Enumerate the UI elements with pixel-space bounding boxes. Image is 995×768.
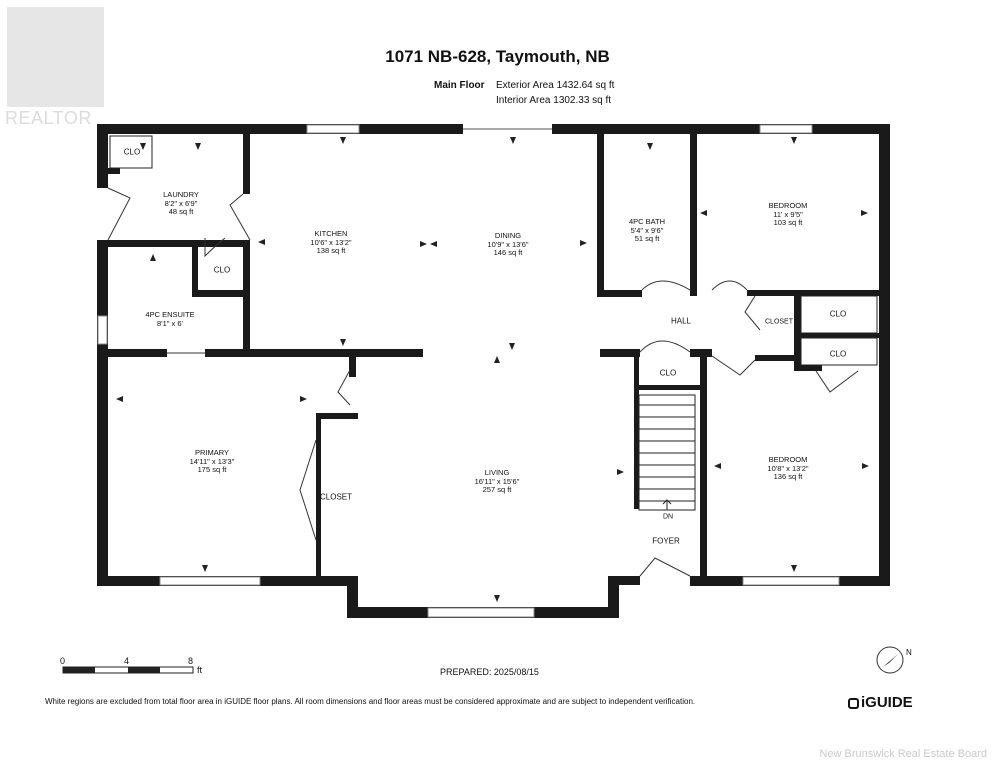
closet-label-primary: CLOSET [319,492,353,502]
room-bedroom-1: BEDROOM 11' x 9'5" 103 sq ft [768,201,808,227]
realtor-logo [7,7,104,107]
compass [876,646,904,674]
interior-walls [97,134,879,579]
room-primary: PRIMARY 14'11" x 13'3" 175 sq ft [189,448,235,474]
closet-label-ensuite: CLO [213,265,231,275]
interior-area: Interior Area 1302.33 sq ft [496,95,612,106]
closet-label-stairs: CLO [659,368,677,378]
prepared-date: PREPARED: 2025/08/15 [440,667,539,677]
stairs-down-label: DN [662,513,674,521]
scale-label-0: 0 [60,656,66,666]
room-living: LIVING 16'11" x 15'6" 257 sq ft [474,468,520,494]
room-laundry: LAUNDRY 8'2" x 6'9" 48 sq ft [163,190,199,216]
hall-label: HALL [670,316,692,326]
scale-bar [62,666,194,674]
iguide-logo: iGUIDE [848,694,913,711]
realtor-wordmark: REALTOR [5,108,92,128]
room-bedroom-2: BEDROOM 10'8" x 13'2" 136 sq ft [767,455,809,481]
iguide-brand: iGUIDE [861,694,913,711]
stairs [638,394,696,511]
scale-unit: ft [197,665,203,675]
floor-name: Main Floor [434,80,485,91]
room-4pc-bath: 4PC BATH 5'4" x 9'6" 51 sq ft [628,217,666,243]
board-watermark: New Brunswick Real Estate Board [819,748,987,760]
exterior-walls [97,124,890,618]
north-label: N [906,648,912,657]
doors [107,187,859,577]
room-kitchen: KITCHEN 10'6" x 13'2" 138 sq ft [310,229,352,255]
iguide-icon [848,698,859,709]
scale-label-4: 4 [124,656,130,666]
page-title: 1071 NB-628, Taymouth, NB [385,47,610,66]
closets [109,135,878,366]
closet-label-hall-2: CLO [829,349,847,359]
foyer-label: FOYER [652,536,680,546]
windows [97,124,840,618]
dimension-markers [116,137,869,602]
closet-label-hall-1: CLO [829,309,847,319]
closet-label-hall-small: CLOSET [764,318,794,326]
room-dining: DINING 10'9" x 13'6" 146 sq ft [487,231,529,257]
disclaimer: White regions are excluded from total fl… [45,697,696,706]
exterior-area: Exterior Area 1432.64 sq ft [496,80,615,91]
scale-label-8: 8 [188,656,194,666]
room-4pc-ensuite: 4PC ENSUITE 8'1" x 6' [145,310,195,328]
closet-label-laundry: CLO [123,147,141,157]
